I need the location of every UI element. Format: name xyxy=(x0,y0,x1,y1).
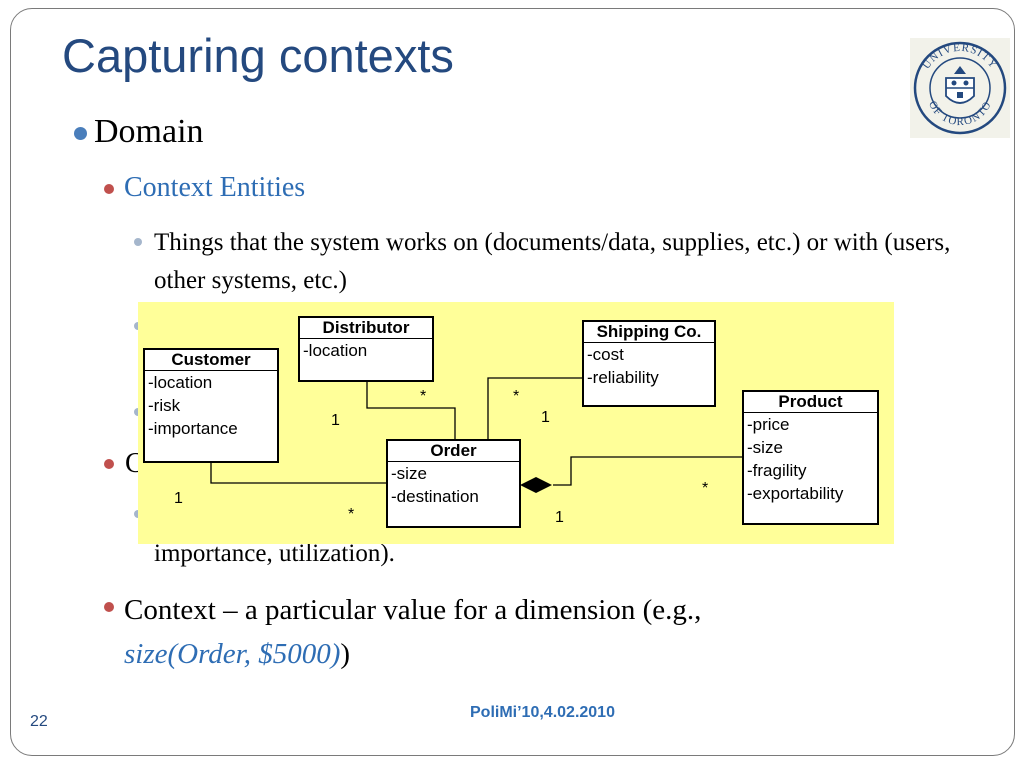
multiplicity-label: 1 xyxy=(541,409,550,426)
multiplicity-label: 1 xyxy=(555,509,564,526)
slide-title: Capturing contexts xyxy=(62,29,454,82)
class-customer: Customer -location -risk -importance xyxy=(143,348,279,463)
bullet-entities-description: Things that the system works on (documen… xyxy=(134,224,974,300)
class-attribute: -price xyxy=(747,415,790,434)
class-attribute: -fragility xyxy=(747,461,807,480)
class-attribute: -size xyxy=(391,464,427,483)
class-attribute: -reliability xyxy=(587,368,659,387)
bullet-dot-icon xyxy=(74,127,87,140)
page-number: 22 xyxy=(30,713,48,730)
bullet-dot-icon xyxy=(104,184,114,194)
class-order: Order -size -destination xyxy=(386,439,521,528)
multiplicity-label: * xyxy=(513,388,520,405)
multiplicity-label: * xyxy=(420,388,427,405)
class-attribute: -location xyxy=(303,341,368,360)
bullet-context-definition: Context – a particular value for a dimen… xyxy=(104,588,924,676)
class-attribute: -cost xyxy=(587,345,624,364)
footer-text: PoliMi’10,4.02.2010 xyxy=(470,704,615,721)
class-attribute: -exportability xyxy=(747,484,844,503)
class-attribute: -location xyxy=(148,373,213,392)
class-name: Distributor xyxy=(300,318,432,339)
multiplicity-label: 1 xyxy=(331,412,340,429)
bullet-context-entities: Context Entities xyxy=(104,172,305,204)
slide-frame xyxy=(10,8,1015,756)
bullet-domain: Domain xyxy=(74,113,204,151)
class-name: Shipping Co. xyxy=(584,322,714,343)
bullet-dimension-tail: importance, utilization). xyxy=(154,540,395,567)
bullet-dot-icon xyxy=(104,602,114,612)
bullet-dot-icon xyxy=(104,459,114,469)
multiplicity-label: * xyxy=(348,506,355,523)
university-of-toronto-logo: UNIVERSITY OF TORONTO xyxy=(910,38,1010,138)
class-attribute: -importance xyxy=(148,419,238,438)
class-product: Product -price -size -fragility -exporta… xyxy=(742,390,879,525)
class-shipping-co: Shipping Co. -cost -reliability xyxy=(582,320,716,407)
class-name: Product xyxy=(744,392,877,413)
bullet-dot-icon xyxy=(134,238,142,246)
multiplicity-label: * xyxy=(702,480,709,497)
class-attribute: -risk xyxy=(148,396,181,415)
multiplicity-label: 1 xyxy=(174,490,183,507)
uml-class-diagram: Distributor -location Shipping Co. -cost… xyxy=(138,302,894,544)
class-name: Customer xyxy=(145,350,277,371)
class-distributor: Distributor -location xyxy=(298,316,434,382)
class-attribute: -size xyxy=(747,438,783,457)
diagram-connectors xyxy=(210,377,742,493)
class-attribute: -destination xyxy=(391,487,479,506)
class-name: Order xyxy=(388,441,519,462)
context-example: size(Order, $5000) xyxy=(124,638,341,670)
